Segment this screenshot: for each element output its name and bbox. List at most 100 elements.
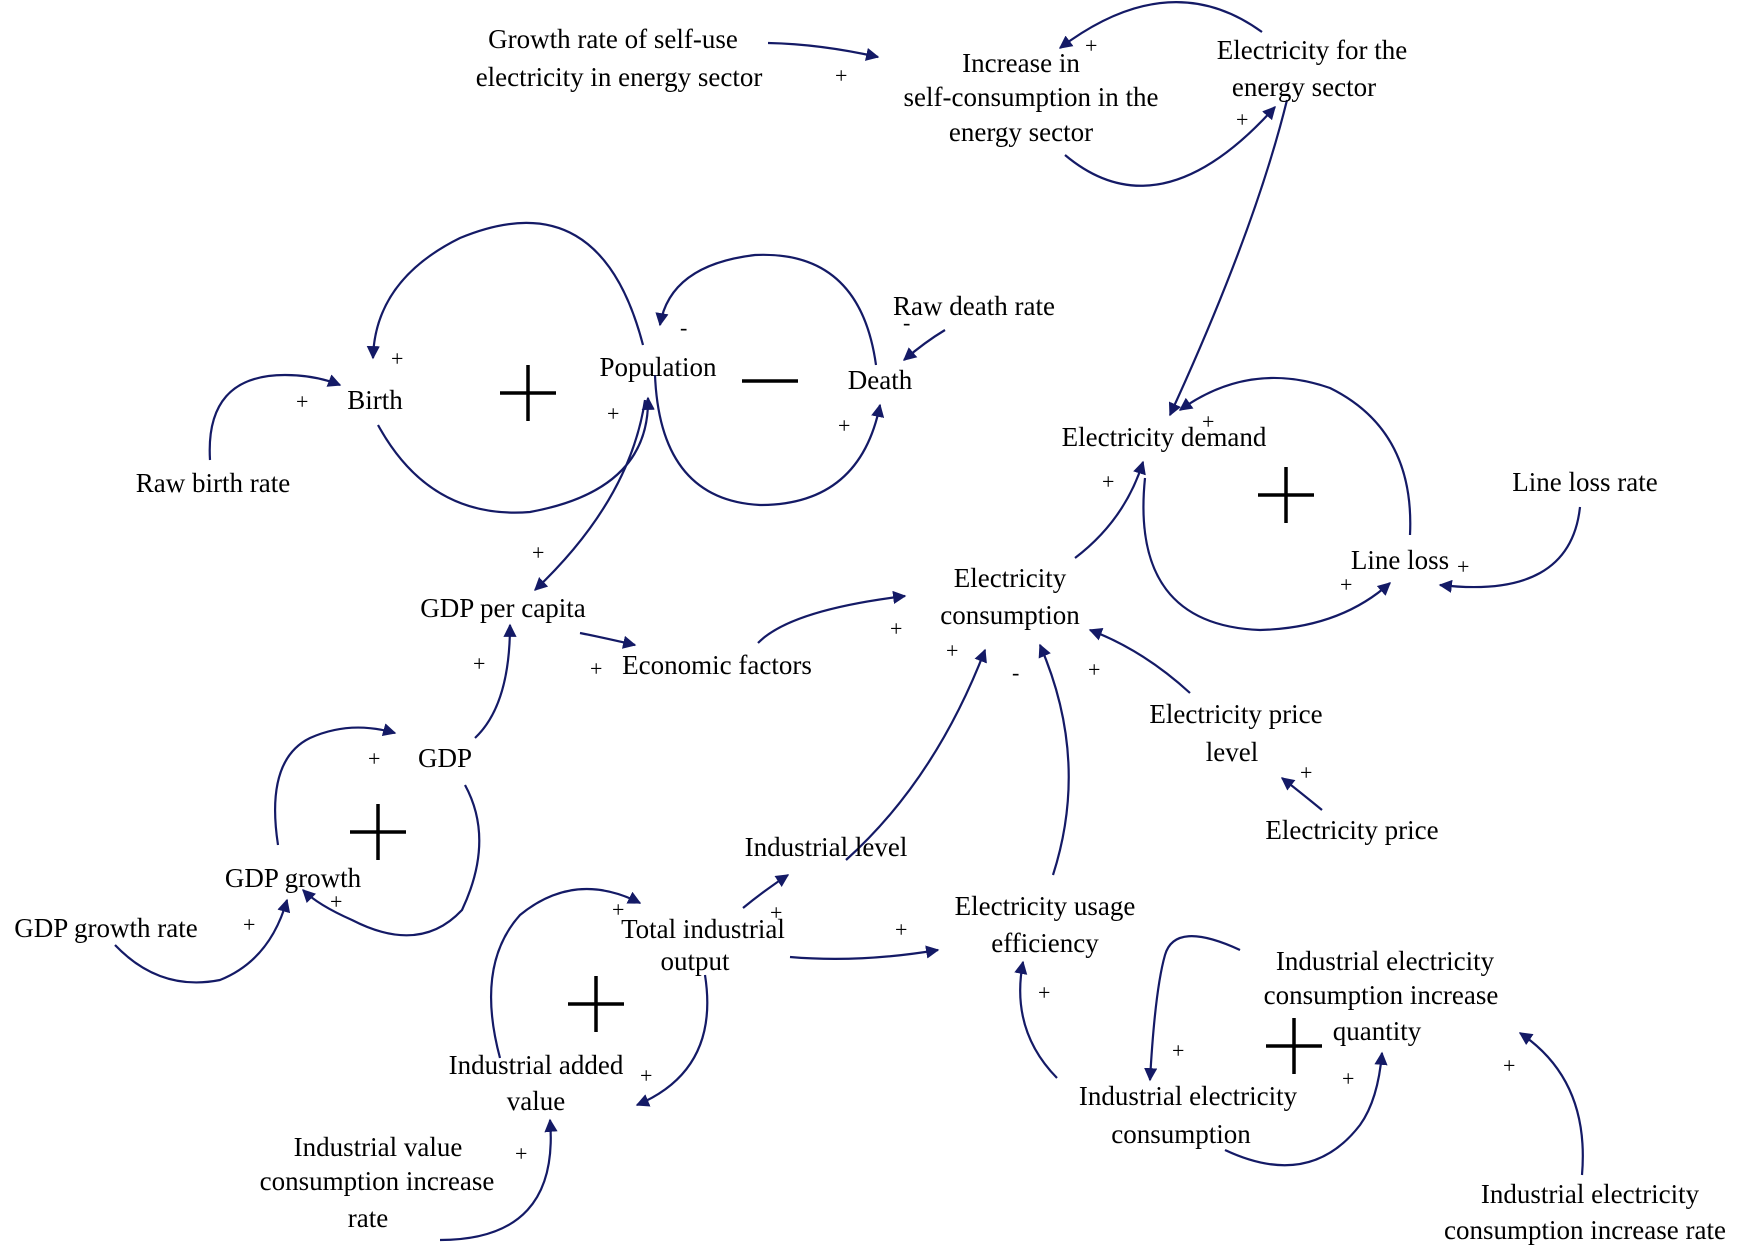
var-electricity-price-level: Electricity price [1149, 699, 1322, 729]
link-birth-to-population [377, 396, 655, 514]
var-industrial-electricity-increase-quantity: Industrial electricity [1276, 946, 1495, 976]
polarity-mark: + [330, 889, 342, 914]
link-rawdeath-to-death [902, 329, 946, 361]
var-electricity-price: Electricity price [1265, 815, 1438, 845]
polarity-mark: + [890, 616, 902, 641]
var-raw-birth-rate: Raw birth rate [136, 468, 290, 498]
var-raw-death-rate: Raw death rate [893, 291, 1055, 321]
link-gdppercapita-to-economic [579, 631, 637, 649]
link-gdpgrowthrate-to-gdpgrowth [114, 898, 291, 984]
var-industrial-value-rate: consumption increase [260, 1166, 495, 1196]
polarity-mark: + [1340, 572, 1352, 597]
link-lineloss-to-demand [1178, 376, 1412, 536]
polarity-mark: + [1085, 33, 1097, 58]
polarity-mark: + [1503, 1053, 1515, 1078]
link-death-to-population [655, 253, 878, 366]
var-gdp-growth: GDP growth [225, 863, 362, 893]
polarity-mark: + [607, 401, 619, 426]
polarity-mark: + [612, 897, 624, 922]
link-demand-to-lineloss [1142, 477, 1391, 632]
loop-sign-gdp [350, 804, 406, 860]
polarity-mark: + [243, 912, 255, 937]
loop-sign-birth [500, 365, 556, 421]
var-line-loss: Line loss [1351, 545, 1449, 575]
link-indinc-to-indcons [1144, 935, 1241, 1082]
var-gdp: GDP [418, 743, 472, 773]
link-efficiency-to-consumption [1038, 643, 1070, 876]
polarity-mark: + [1236, 107, 1248, 132]
var-industrial-added-value: Industrial added [449, 1050, 624, 1080]
link-population-to-gdppercapita [534, 399, 647, 591]
link-indrate-to-indinc [1518, 1032, 1584, 1176]
link-valuerate-to-addedvalue [439, 1118, 558, 1242]
var-birth: Birth [347, 385, 403, 415]
link-energy-to-increase [1058, 0, 1263, 49]
var-total-industrial-output: output [660, 946, 730, 976]
polarity-mark: + [770, 900, 782, 925]
polarity-marks: + + + + + - - + + + + + + + + + + + + + … [243, 33, 1515, 1166]
link-growthrate-to-increase [767, 41, 880, 61]
polarity-mark: + [368, 746, 380, 771]
var-gdp-growth-rate: GDP growth rate [14, 913, 197, 943]
link-population-to-birth [366, 221, 645, 360]
var-electricity-price-level: level [1206, 737, 1258, 767]
polarity-mark: + [1457, 554, 1469, 579]
var-increase-self-consumption: self-consumption in the [904, 82, 1159, 112]
link-output-to-efficiency [789, 945, 940, 960]
loop-sign-demand [1258, 467, 1314, 523]
link-gdp-to-gdppercapita [474, 623, 517, 739]
var-economic-factors: Economic factors [622, 650, 812, 680]
var-industrial-electricity-increase-rate: Industrial electricity [1481, 1179, 1700, 1209]
polarity-mark: + [1038, 980, 1050, 1005]
link-addedvalue-to-output [490, 887, 642, 1059]
link-gdpgrowth-to-gdp [274, 723, 397, 846]
var-industrial-electricity-increase-rate: consumption increase rate [1444, 1215, 1726, 1245]
polarity-mark: + [1088, 657, 1100, 682]
var-industrial-level: Industrial level [745, 832, 908, 862]
var-population: Population [599, 352, 717, 382]
var-electricity-usage-efficiency: efficiency [991, 928, 1099, 958]
polarity-mark: + [590, 656, 602, 681]
link-rawbirth-to-birth [208, 373, 342, 461]
link-industriallevel-to-consumption [845, 648, 987, 861]
var-industrial-electricity-consumption: Industrial electricity [1079, 1081, 1298, 1111]
link-output-to-addedvalue [635, 974, 709, 1107]
var-industrial-electricity-consumption: consumption [1111, 1119, 1251, 1149]
polarity-mark: + [1172, 1038, 1184, 1063]
loop-sign-industrial [568, 976, 624, 1032]
var-total-industrial-output: Total industrial [621, 914, 785, 944]
loop-signs [350, 365, 1322, 1074]
link-price-to-pricelevel [1280, 777, 1323, 811]
var-death: Death [848, 365, 913, 395]
polarity-mark: - [903, 310, 910, 335]
link-indcons-to-efficiency [1014, 960, 1058, 1079]
var-industrial-value-rate: rate [348, 1203, 388, 1233]
var-increase-self-consumption: energy sector [949, 117, 1093, 147]
var-industrial-value-rate: Industrial value [294, 1132, 463, 1162]
polarity-mark: + [515, 1141, 527, 1166]
var-gdp-per-capita: GDP per capita [420, 593, 585, 623]
links [114, 0, 1584, 1242]
polarity-mark: - [680, 315, 687, 340]
polarity-mark: + [1102, 469, 1114, 494]
link-energy-to-demand [1168, 99, 1289, 417]
polarity-mark: + [835, 63, 847, 88]
link-population-to-death [653, 374, 885, 507]
polarity-mark: + [1342, 1066, 1354, 1091]
link-output-to-industriallevel [742, 874, 790, 909]
polarity-mark: - [1012, 660, 1019, 685]
var-industrial-electricity-increase-quantity: consumption increase [1264, 980, 1499, 1010]
link-indcons-to-indinc [1224, 1051, 1388, 1167]
var-electricity-consumption: Electricity [954, 563, 1067, 593]
var-growth-rate-self-use: electricity in energy sector [476, 62, 763, 92]
polarity-mark: + [946, 638, 958, 663]
var-industrial-electricity-increase-quantity: quantity [1333, 1016, 1422, 1046]
link-pricelevel-to-consumption [1088, 628, 1191, 694]
link-economic-to-consumption [757, 590, 907, 644]
polarity-mark: + [1300, 760, 1312, 785]
var-growth-rate-self-use: Growth rate of self-use [488, 24, 738, 54]
polarity-mark: + [391, 346, 403, 371]
polarity-mark: + [296, 389, 308, 414]
